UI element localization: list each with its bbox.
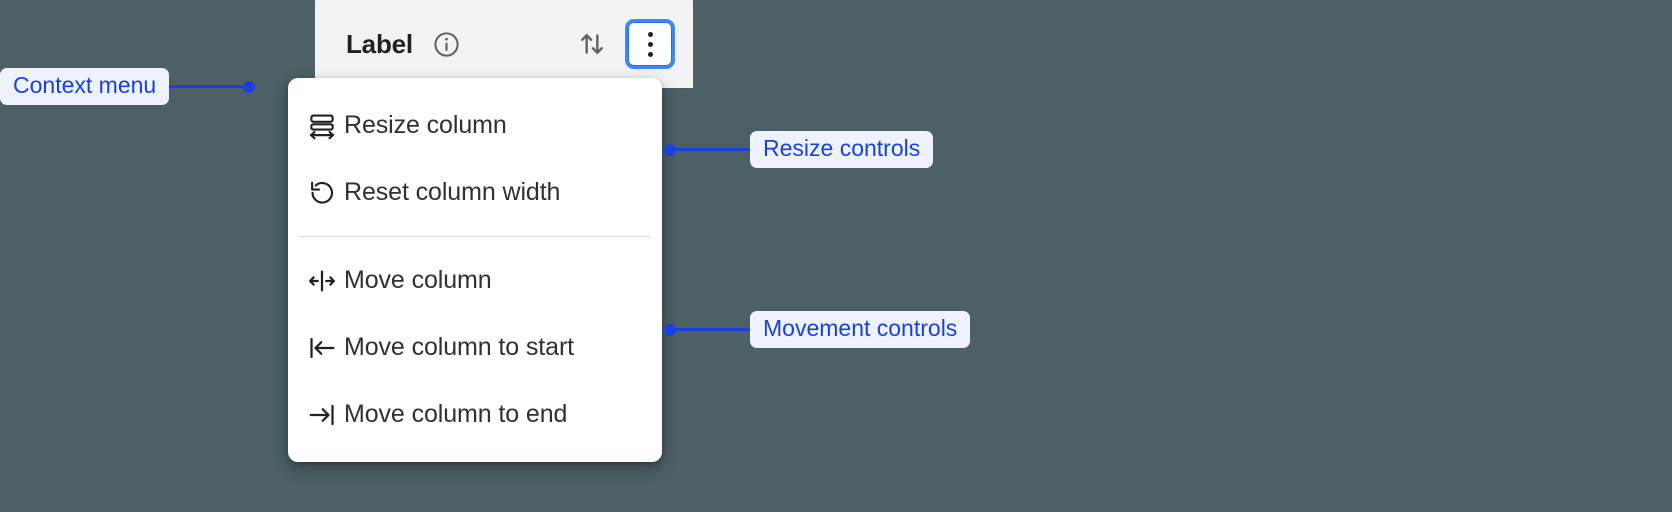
column-options-button[interactable]: [625, 19, 675, 69]
info-circle-icon[interactable]: [432, 30, 461, 59]
annotation-context-menu: Context menu: [0, 68, 256, 105]
move-column-icon: [300, 264, 344, 298]
annotation-anchor-dot: [664, 143, 676, 156]
annotation-label: Context menu: [0, 68, 170, 105]
annotation-label: Movement controls: [750, 311, 971, 348]
annotation-leader-line: [169, 85, 244, 88]
annotation-label: Resize controls: [750, 131, 934, 168]
reset-width-icon: [300, 176, 344, 210]
sort-arrows-icon[interactable]: [575, 27, 609, 61]
annotation-anchor-dot: [664, 323, 676, 336]
page-title: Label: [346, 29, 413, 59]
menu-item-label: Resize column: [344, 111, 507, 139]
menu-item-label: Reset column width: [344, 178, 561, 206]
annotation-movement-controls: Movement controls: [664, 311, 971, 348]
menu-item-reset-column-width[interactable]: Reset column width: [288, 159, 662, 226]
annotation-leader-line: [676, 148, 750, 151]
dot-icon: [647, 41, 653, 47]
menu-group-movement-controls: Move column Move column to start Mov: [288, 247, 662, 448]
menu-divider: [300, 236, 650, 237]
menu-item-label: Move column to end: [344, 400, 568, 428]
menu-item-resize-column[interactable]: Resize column: [288, 92, 662, 159]
menu-item-label: Move column to start: [344, 333, 575, 361]
menu-item-move-column[interactable]: Move column: [288, 247, 662, 314]
column-header-panel: Label: [315, 0, 693, 88]
menu-item-move-column-to-start[interactable]: Move column to start: [288, 314, 662, 381]
annotation-resize-controls: Resize controls: [664, 131, 934, 168]
resize-column-icon: [300, 109, 344, 143]
menu-item-move-column-to-end[interactable]: Move column to end: [288, 381, 662, 448]
move-to-start-icon: [300, 331, 344, 365]
annotation-anchor-dot: [243, 80, 256, 93]
dot-icon: [647, 51, 653, 57]
dot-icon: [647, 31, 653, 37]
menu-item-label: Move column: [344, 266, 492, 294]
annotation-leader-line: [676, 328, 750, 331]
menu-group-resize-controls: Resize column Reset column width: [288, 92, 662, 226]
move-to-end-icon: [300, 398, 344, 432]
column-context-menu: Resize column Reset column width: [288, 78, 662, 462]
